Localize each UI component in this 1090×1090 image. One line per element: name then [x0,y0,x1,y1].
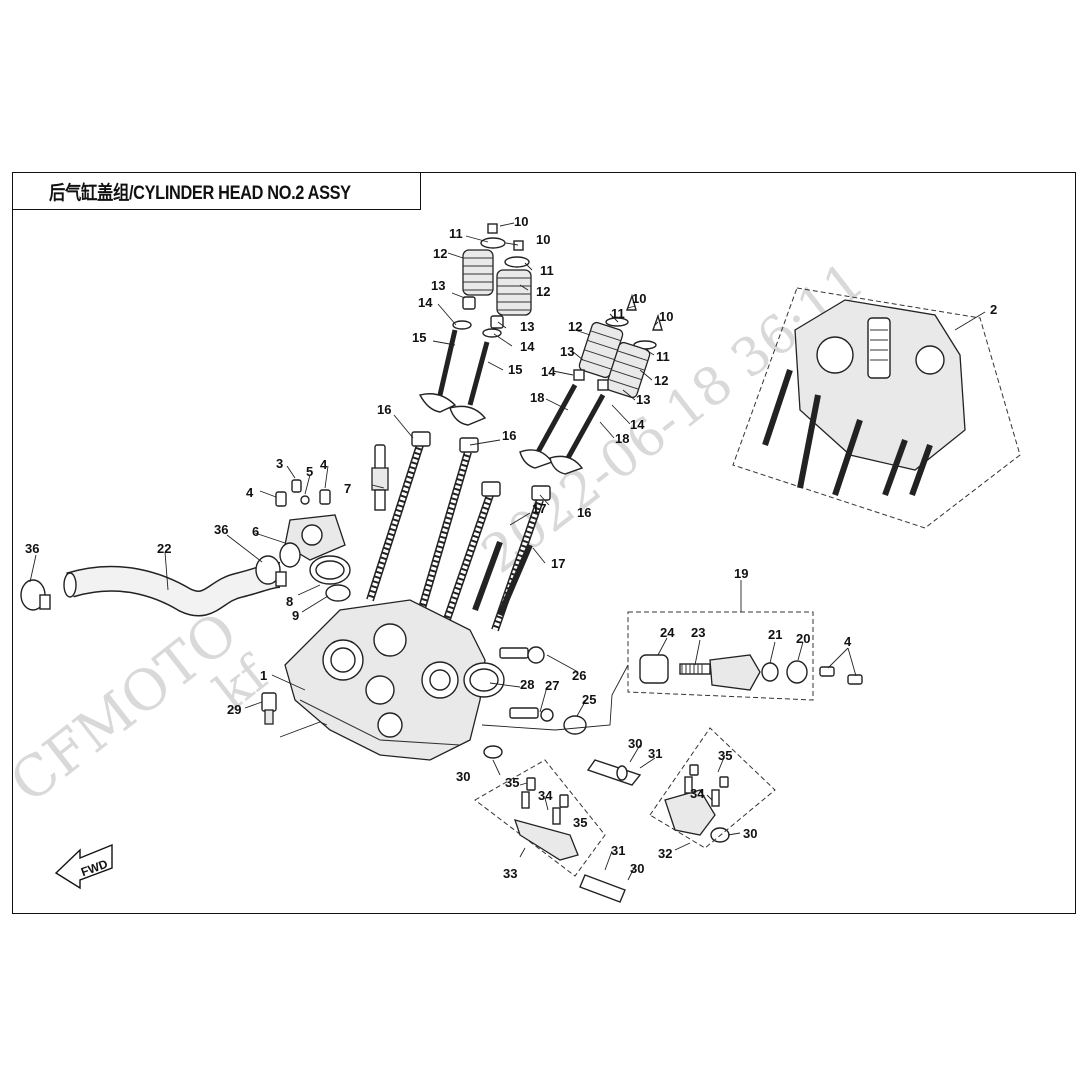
callout-14: 14 [520,339,535,354]
temperature-sensor [261,692,277,725]
callout-2: 2 [990,302,997,317]
callout-31: 31 [648,746,662,761]
callout-16: 16 [502,428,516,443]
callout-22: 22 [157,541,171,556]
callout-11: 11 [449,226,463,241]
callout-4: 4 [844,634,852,649]
callout-14: 14 [630,417,645,432]
callout-14: 14 [541,364,556,379]
callout-9: 9 [292,608,299,623]
cylinder-head-assembly-group [732,287,1021,529]
callout-34: 34 [690,786,705,801]
callout-10: 10 [514,214,528,229]
callout-3: 3 [276,456,283,471]
callout-11: 11 [611,306,625,321]
callout-11: 11 [540,263,554,278]
water-outlet-parts [275,479,351,602]
callout-32: 32 [658,846,672,861]
callout-24: 24 [660,625,675,640]
callout-4: 4 [320,457,328,472]
cylinder-head-assembly-image [762,299,966,497]
callout-23: 23 [691,625,705,640]
callout-13: 13 [431,278,445,293]
spark-plug [371,444,389,511]
callout-13: 13 [636,392,650,407]
callout-31: 31 [611,843,625,858]
callout-8: 8 [286,594,293,609]
diagram-frame [12,172,1076,914]
callout-29: 29 [227,702,241,717]
callout-10: 10 [632,291,646,306]
callout-12: 12 [654,373,668,388]
callout-13: 13 [520,319,534,334]
callout-10: 10 [659,309,673,324]
callout-35: 35 [573,815,587,830]
rocker-arm-group-right [649,727,776,849]
valve-train-right [519,293,663,475]
callout-12: 12 [568,319,582,334]
callout-35: 35 [505,775,519,790]
callout-1: 1 [260,668,267,683]
callout-15: 15 [412,330,426,345]
callout-17: 17 [551,556,565,571]
callout-18: 18 [530,390,544,405]
callout-33: 33 [503,866,517,881]
callout-7: 7 [344,481,351,496]
coolant-hose [20,555,287,617]
callout-15: 15 [508,362,522,377]
callout-18: 18 [615,431,629,446]
callout-27: 27 [545,678,559,693]
callout-19: 19 [734,566,748,581]
callout-30: 30 [628,736,642,751]
page-title: 后气缸盖组/CYLINDER HEAD NO.2 ASSY [49,182,351,204]
callout-14: 14 [418,295,433,310]
valve-spring-icon [462,249,494,296]
valve-head-icon [418,393,457,413]
callout-20: 20 [796,631,810,646]
callout-25: 25 [582,692,596,707]
callout-6: 6 [252,524,259,539]
rocker-arm-group-left [474,759,606,877]
callout-30: 30 [743,826,757,841]
callout-26: 26 [572,668,586,683]
callout-labels: 10 10 10 10 11 11 11 11 12 12 12 12 13 1… [25,214,997,881]
callout-4: 4 [246,485,254,500]
watermark-brand: CFMOTO [0,600,250,816]
callout-5: 5 [306,464,313,479]
tensioner-group [563,611,863,735]
callout-28: 28 [520,677,534,692]
callout-16: 16 [377,402,391,417]
cylinder-head-body [284,599,554,761]
callout-36: 36 [25,541,39,556]
callout-10: 10 [536,232,550,247]
callout-17: 17 [532,501,546,516]
title-box: 后气缸盖组/CYLINDER HEAD NO.2 ASSY [12,172,421,210]
callout-13: 13 [560,344,574,359]
leader-lines [29,222,986,881]
callout-36: 36 [214,522,228,537]
callout-12: 12 [433,246,447,261]
forward-direction-arrow: FWD [54,843,113,890]
callout-35: 35 [718,748,732,763]
valve-keeper-icon [487,223,498,234]
callout-16: 16 [577,505,591,520]
callout-30: 30 [456,769,470,784]
callout-21: 21 [768,627,782,642]
valve-train-left [418,223,532,426]
callout-34: 34 [538,788,553,803]
callout-12: 12 [536,284,550,299]
head-bolts [366,431,551,632]
callout-30: 30 [630,861,644,876]
callout-11: 11 [656,349,670,364]
